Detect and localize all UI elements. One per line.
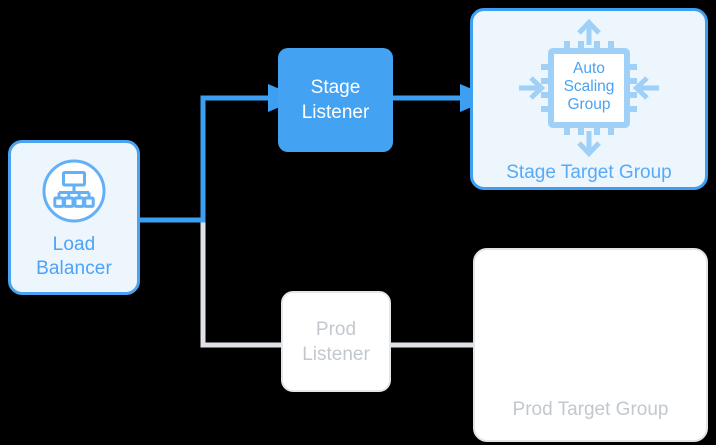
prod-listener-label-line1: Prod xyxy=(315,318,357,340)
node-load-balancer[interactable]: Load Balancer xyxy=(8,140,140,295)
node-prod-listener[interactable]: Prod Listener xyxy=(281,291,391,392)
connector-load-balancer-to-stage-listener xyxy=(140,84,301,223)
chip-label-line2: Scaling xyxy=(564,78,615,95)
load-balancer-label-line1: Load xyxy=(52,233,96,255)
stage-listener-label-line2: Listener xyxy=(301,102,370,123)
connector-load-balancer-to-prod-listener xyxy=(137,217,284,348)
prod-listener-label: Prod Listener xyxy=(302,317,370,367)
hierarchy-icon xyxy=(38,155,110,227)
chip-label-line3: Group xyxy=(567,96,610,113)
stage-listener-label-line1: Stage xyxy=(310,77,361,98)
left-arrow-icon xyxy=(632,76,659,100)
stage-target-group-label: Stage Target Group xyxy=(506,162,672,183)
prod-listener-label-line2: Listener xyxy=(302,343,370,365)
right-arrow-icon xyxy=(519,76,546,100)
stage-listener-label: Stage Listener xyxy=(302,75,370,125)
node-prod-target-group[interactable]: Prod Target Group xyxy=(473,248,708,442)
cpu-chip-icon: Auto Scaling Group xyxy=(513,17,665,159)
chip-body xyxy=(548,48,630,128)
load-balancer-label-line2: Balancer xyxy=(36,257,112,279)
node-stage-target-group[interactable]: Auto Scaling Group Stage Target Group xyxy=(470,8,708,190)
prod-target-group-label: Prod Target Group xyxy=(512,399,669,420)
up-arrow-icon xyxy=(577,18,601,45)
load-balancer-label: Load Balancer xyxy=(36,233,112,281)
chip-label-line1: Auto xyxy=(573,60,605,77)
node-stage-listener[interactable]: Stage Listener xyxy=(278,48,393,152)
down-arrow-icon xyxy=(577,131,601,158)
